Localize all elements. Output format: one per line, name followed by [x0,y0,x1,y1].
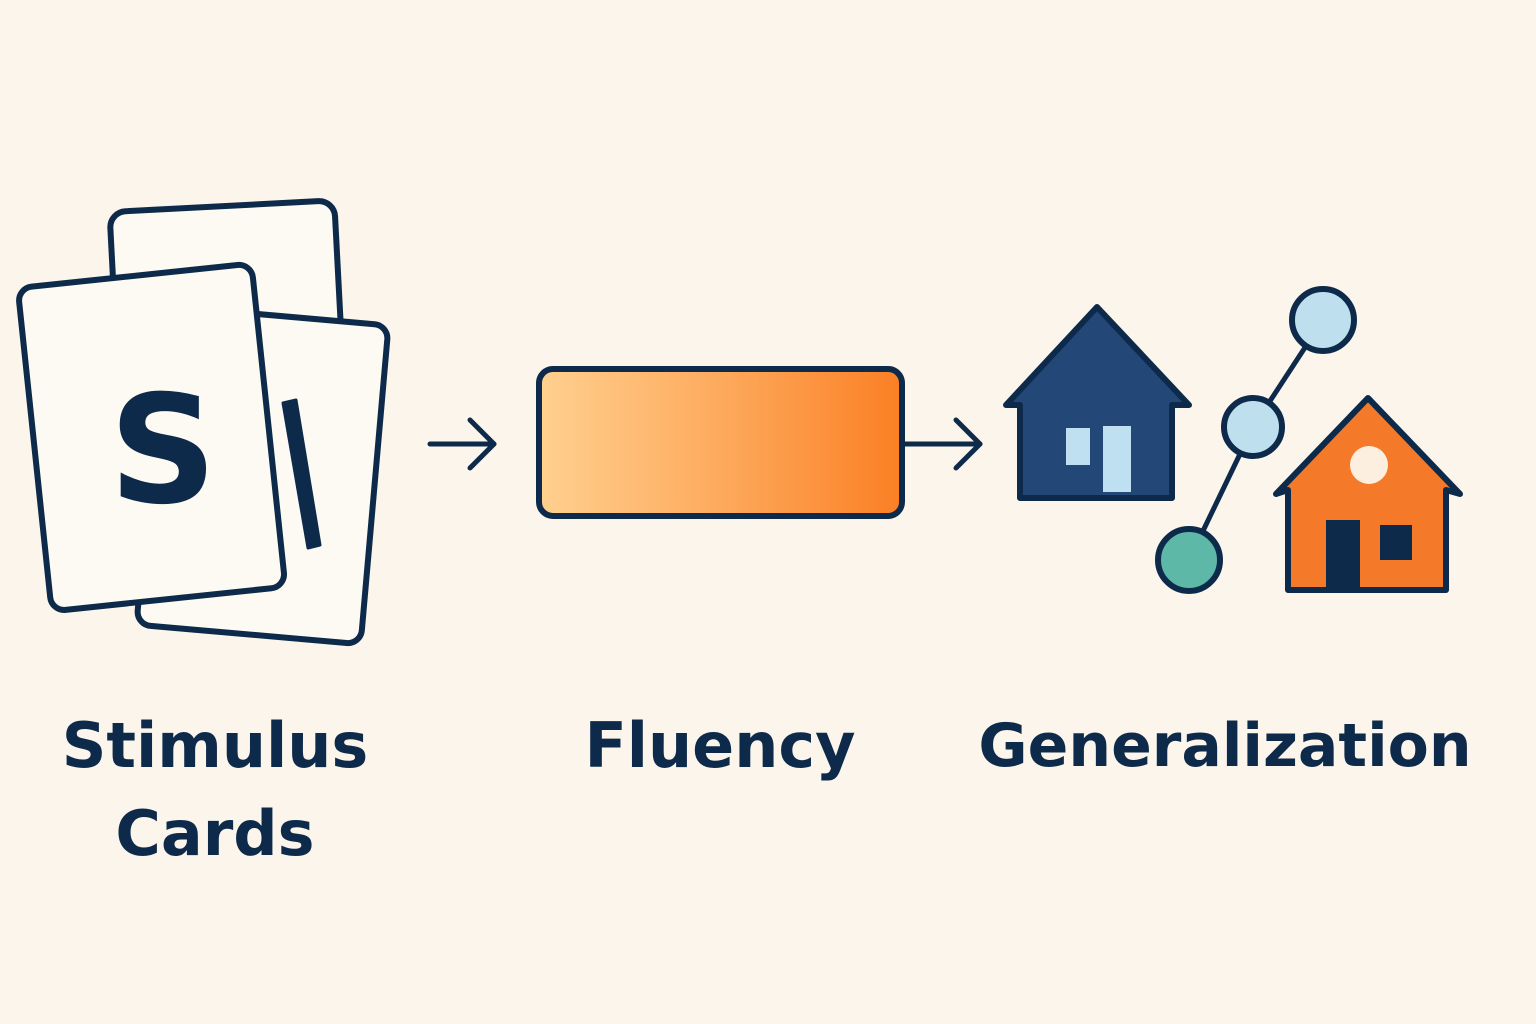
card-stack-icon [16,198,391,647]
node-middle [1221,395,1285,459]
house-window [1066,428,1090,465]
step-label-line: Stimulus [61,709,369,782]
connected-nodes-icon [1155,286,1357,594]
arrow-right-icon [427,417,497,471]
card-tab [281,398,322,550]
step-label-line: Cards [115,797,315,870]
step-label-line: Fluency [584,709,856,782]
progress-bar-icon [536,366,905,519]
house-door [1326,520,1360,588]
house-door [1103,426,1131,492]
node-bottom [1155,526,1223,594]
card-letter: S [109,364,217,538]
node-top [1289,286,1357,354]
step-label-generalization: Generalization [960,702,1490,790]
blue-house-icon [1003,304,1192,501]
house-window [1380,525,1412,560]
step-label-fluency: Fluency [540,702,900,790]
front-card [16,261,288,613]
step-label-stimulus-cards: Stimulus Cards [40,702,390,878]
orange-house-icon [1273,395,1463,593]
step-label-line: Generalization [978,711,1472,781]
arrow-right-icon [899,417,983,471]
house-round-window [1350,446,1388,484]
